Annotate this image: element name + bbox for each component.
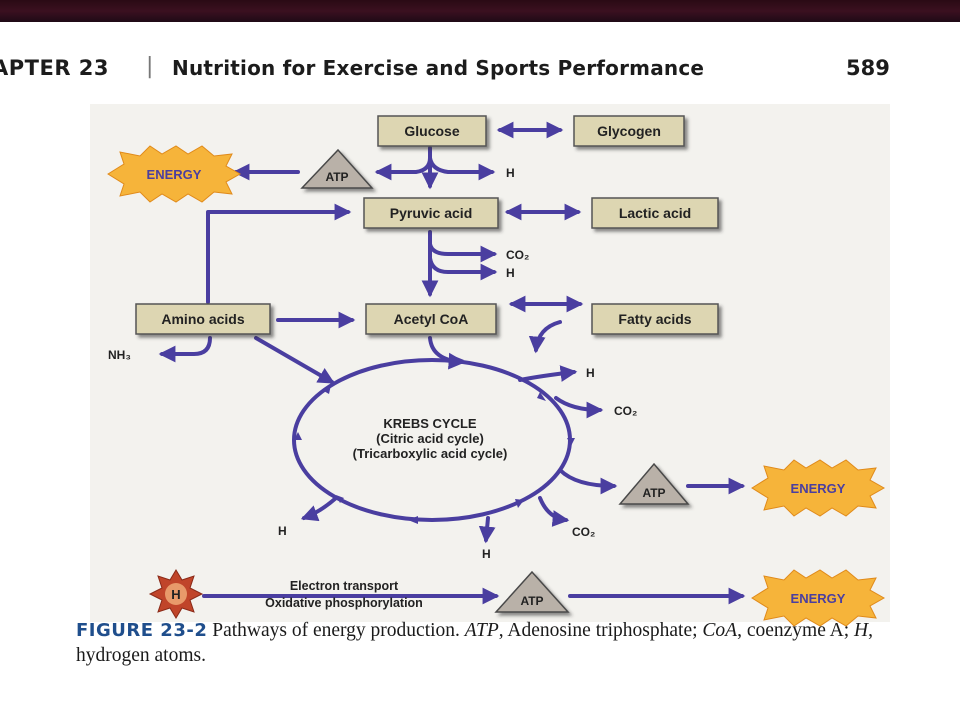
nh3-label: NH₃	[108, 348, 131, 362]
arrow-krebs-atp	[558, 468, 618, 495]
arrow-amino-krebs	[254, 336, 335, 384]
energy-label-top: ENERGY	[147, 167, 202, 182]
node-lactic-box	[591, 197, 719, 229]
co2-label-krebs-top: CO₂	[614, 404, 637, 418]
energy-label-bottom: ENERGY	[791, 591, 846, 606]
node-amino-label: Amino acids	[161, 311, 244, 327]
atp-triangle-middle	[618, 462, 690, 505]
page-header: APTER 23 | Nutrition for Exercise and Sp…	[0, 52, 960, 86]
energy-burst-bottom	[751, 569, 886, 627]
krebs-subtitle-1: (Citric acid cycle)	[376, 431, 484, 446]
arrow-krebs-co2-bottom	[538, 496, 570, 527]
caption-text-2: , Adenosine triphosphate;	[498, 620, 703, 641]
arrow-krebs-h-top	[518, 365, 578, 382]
energy-label-middle: ENERGY	[791, 481, 846, 496]
page-number: 589	[846, 56, 890, 80]
figure-caption: FIGURE 23-2 Pathways of energy productio…	[76, 618, 876, 668]
h-label-pyruvic: H	[506, 266, 515, 280]
node-pyruvic-box	[363, 197, 499, 229]
cycle-tick-arrow	[454, 356, 464, 364]
node-glycogen-label: Glycogen	[597, 123, 661, 139]
co2-label-pyruvic: CO₂	[506, 248, 529, 262]
cycle-tick-arrow	[336, 495, 344, 503]
arrow-fatty-down	[528, 320, 562, 354]
chapter-title: Nutrition for Exercise and Sports Perfor…	[172, 56, 705, 80]
node-glucose-label: Glucose	[404, 123, 459, 139]
cycle-tick-arrow	[537, 392, 546, 401]
caption-abbr-coa: CoA	[702, 620, 738, 641]
node-acetyl-label: Acetyl CoA	[394, 311, 469, 327]
atp-triangle-top	[300, 148, 374, 189]
h-label-krebs-top: H	[586, 366, 595, 380]
arrow-glucose-atp	[374, 156, 432, 181]
caption-text-1: Pathways of energy production.	[207, 620, 465, 641]
arrow-pyruvic-h	[428, 256, 498, 281]
h-burst-core	[165, 583, 187, 605]
electron-transport-label: Electron transport	[290, 579, 399, 593]
cycle-tick-arrow	[567, 438, 575, 446]
co2-label-krebs-bottom: CO₂	[572, 525, 595, 539]
node-lactic-label: Lactic acid	[619, 205, 691, 221]
atp-label-middle: ATP	[642, 486, 665, 500]
arrow-krebs-co2-top	[554, 396, 604, 419]
node-pyruvic-label: Pyruvic acid	[390, 205, 473, 221]
atp-label-bottom: ATP	[520, 594, 543, 608]
h-burst-label: H	[171, 587, 180, 602]
h-label-krebs-left: H	[278, 524, 287, 538]
arrow-amino-nh3	[158, 336, 212, 363]
node-fatty-label: Fatty acids	[618, 311, 691, 327]
cycle-tick-arrow	[294, 432, 302, 440]
node-fatty-box	[591, 303, 719, 335]
h-label-glucose: H	[506, 166, 515, 180]
node-glycogen-box	[573, 115, 685, 147]
caption-text-3: , coenzyme A;	[737, 620, 855, 641]
energy-burst-middle	[751, 459, 886, 517]
caption-abbr-h: H	[854, 620, 869, 641]
top-band	[0, 0, 960, 22]
node-acetyl-box	[365, 303, 497, 335]
figure-label: FIGURE 23-2	[76, 620, 208, 641]
atp-label-top: ATP	[325, 170, 348, 184]
cycle-tick-arrow	[515, 499, 524, 508]
node-amino-box	[135, 303, 271, 335]
caption-abbr-atp: ATP	[464, 620, 499, 641]
cycle-tick-arrow	[408, 516, 418, 524]
arrow-krebs-h-bottom	[478, 516, 496, 544]
header-separator: |	[146, 54, 154, 79]
node-glucose-box	[377, 115, 487, 147]
cycle-tick-arrow	[322, 385, 331, 394]
arrow-krebs-h-left	[300, 496, 338, 522]
energy-burst-top	[107, 145, 242, 203]
arrow-amino-pyruvic	[206, 203, 352, 304]
h-label-krebs-bottom: H	[482, 547, 491, 561]
oxidative-phosphorylation-label: Oxidative phosphorylation	[265, 596, 423, 610]
arrow-glucose-h	[428, 156, 496, 181]
chapter-label: APTER 23	[0, 56, 110, 80]
caption-text-4: , hydrogen atoms.	[76, 620, 873, 666]
arrow-pyruvic-co2	[428, 242, 498, 263]
krebs-title: KREBS CYCLE	[383, 416, 477, 431]
krebs-subtitle-2: (Tricarboxylic acid cycle)	[353, 446, 508, 461]
atp-triangle-bottom	[494, 570, 570, 613]
